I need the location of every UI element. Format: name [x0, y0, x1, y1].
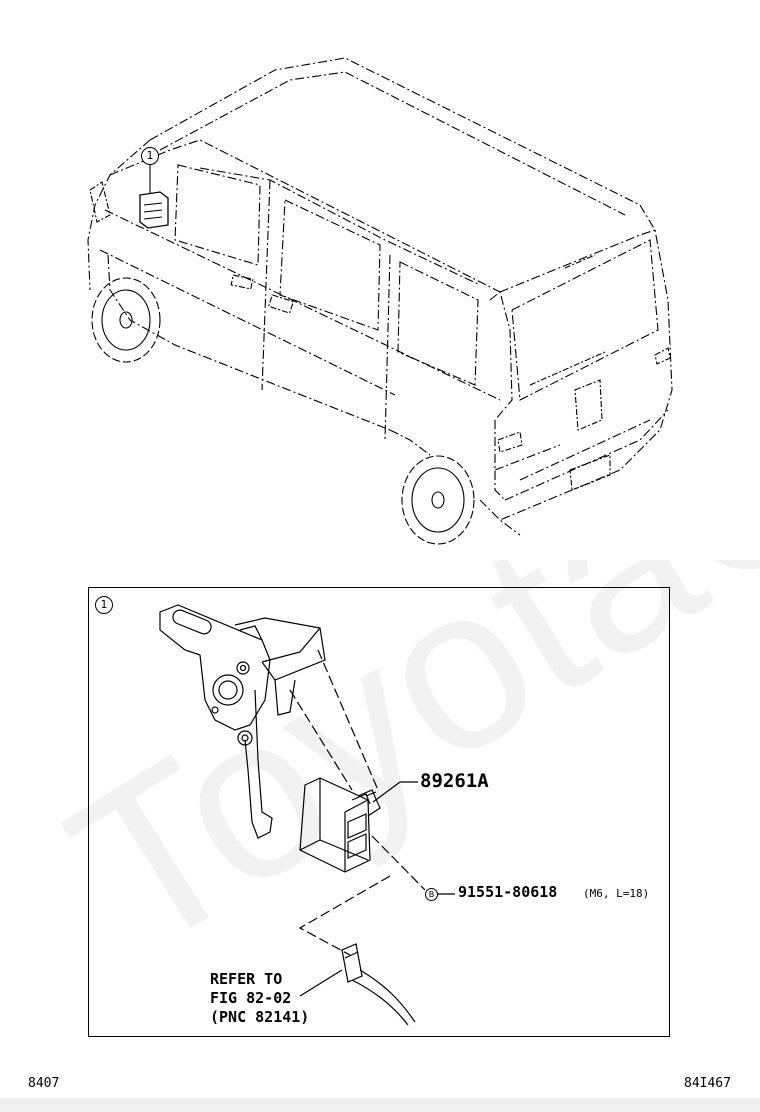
alignment-lines: [289, 649, 426, 956]
van-illustration: [87, 57, 673, 545]
reference-line-1: REFER TO: [210, 970, 283, 988]
callout-marker-van: 1: [141, 147, 159, 165]
van-windows: [174, 164, 659, 401]
wiring-connector: [341, 943, 416, 1026]
van-details: [89, 181, 671, 491]
control-module-89261a: [299, 777, 381, 873]
footer-strip: [0, 1098, 760, 1112]
van-module-location: [139, 164, 169, 229]
footer-code-right: 84I467: [684, 1076, 731, 1091]
reference-line-3: (PNC 82141): [210, 1008, 310, 1026]
detail-frame: [88, 587, 670, 1037]
callout-marker-detail: 1: [95, 596, 113, 614]
leader-lines: [299, 781, 455, 997]
footer-code-left: 8407: [28, 1076, 60, 1091]
mounting-bracket: [159, 604, 326, 839]
part-label-bolt: 91551-80618: [458, 883, 558, 901]
van-front-wheel: [91, 277, 161, 363]
bolt-marker: B: [425, 888, 438, 901]
van-rear-wheel: [401, 455, 475, 545]
reference-note: REFER TO FIG 82-02 (PNC 82141): [210, 970, 309, 1027]
bolt-spec-label: (M6, L=18): [583, 887, 650, 900]
part-label-89261a: 89261A: [420, 770, 489, 792]
van-body-outline: [87, 57, 673, 536]
reference-line-2: FIG 82-02: [210, 989, 292, 1007]
